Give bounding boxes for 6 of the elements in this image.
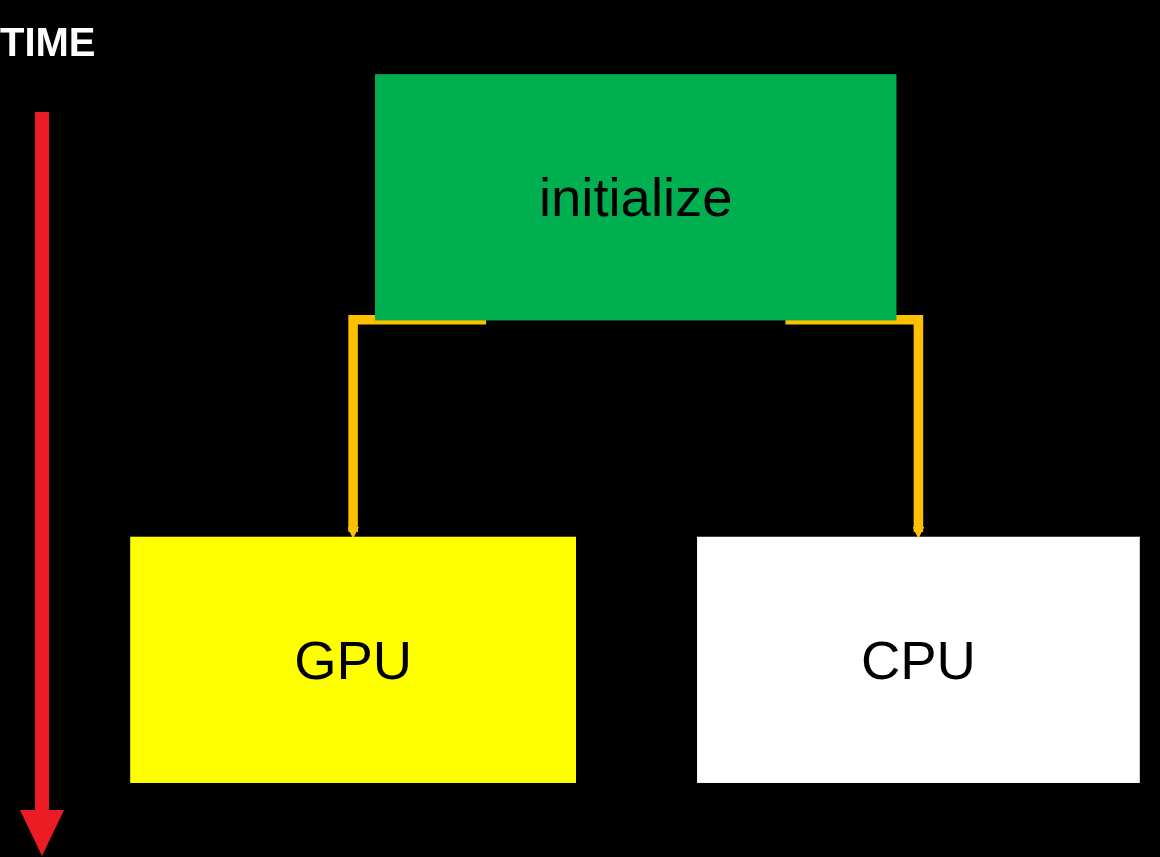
axis-label: TIME xyxy=(0,20,96,65)
arrow xyxy=(785,314,925,538)
node-box: GPU xyxy=(130,536,576,783)
node-box: CPU xyxy=(697,536,1140,783)
node-box: initialize xyxy=(375,74,897,321)
arrow xyxy=(347,314,487,538)
